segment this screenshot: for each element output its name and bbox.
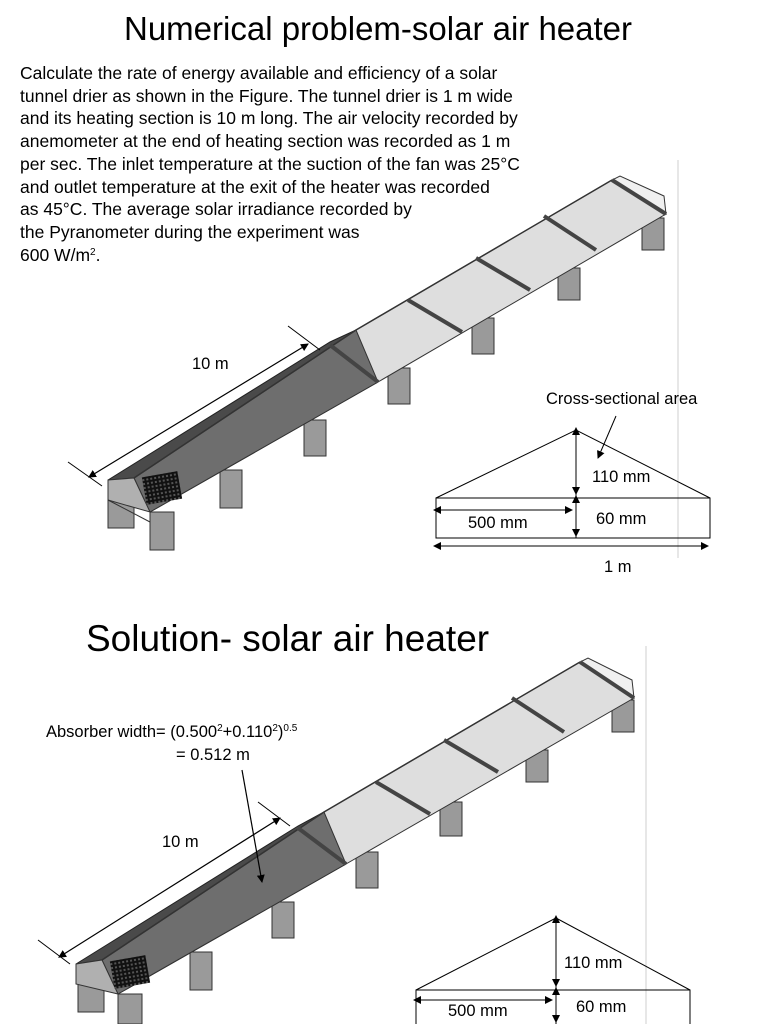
- height-label-2: 110 mm: [564, 954, 623, 972]
- problem-line: anemometer at the end of heating section…: [20, 131, 511, 152]
- formula-close: ): [277, 723, 284, 741]
- length-label-1: 10 m: [192, 355, 229, 373]
- width-label-1: 1 m: [604, 558, 632, 576]
- wall-height-label-2: 60 mm: [576, 998, 627, 1016]
- cross-section-diagram-2: [413, 915, 691, 1024]
- slide1-title: Numerical problem-solar air heater: [124, 10, 633, 47]
- formula-mid: +0.110: [222, 723, 273, 741]
- tunnel-drier-illustration-2: [37, 646, 647, 1024]
- problem-line: and its heating section is 10 m long. Th…: [20, 108, 518, 129]
- problem-statement: Calculate the rate of energy available a…: [20, 62, 520, 266]
- half-width-label-2: 500 mm: [448, 1002, 508, 1020]
- half-width-label-1: 500 mm: [468, 514, 528, 532]
- formula-prefix: Absorber width= (0.500: [46, 723, 218, 741]
- cross-section-diagram-1: [433, 415, 711, 550]
- problem-line: as 45°C. The average solar irradiance re…: [20, 199, 412, 220]
- irradiance-line: 600 W/m2.: [20, 244, 520, 267]
- problem-line: the Pyranometer during the experiment wa…: [20, 221, 360, 242]
- problem-line: Calculate the rate of energy available a…: [20, 63, 498, 83]
- slide2-title: Solution- solar air heater: [86, 618, 490, 659]
- irradiance-exponent: 2: [90, 246, 96, 258]
- absorber-width-result: = 0.512 m: [176, 746, 250, 764]
- formula-power: 0.5: [283, 723, 298, 734]
- cross-section-label: Cross-sectional area: [546, 390, 698, 408]
- tunnel-drier-illustration-1: [67, 160, 679, 558]
- absorber-width-formula: Absorber width= (0.5002+0.1102)0.5: [46, 723, 297, 742]
- wall-height-label-1: 60 mm: [596, 510, 647, 528]
- problem-line: per sec. The inlet temperature at the su…: [20, 153, 520, 174]
- irradiance-end: .: [95, 244, 101, 265]
- formula-square-1: 2: [217, 723, 223, 734]
- problem-line: and outlet temperature at the exit of th…: [20, 176, 490, 197]
- irradiance-value: 600 W/m: [20, 244, 91, 265]
- length-label-2: 10 m: [162, 833, 199, 851]
- formula-square-2: 2: [272, 723, 278, 734]
- height-label-1: 110 mm: [592, 468, 651, 486]
- problem-line: tunnel drier as shown in the Figure. The…: [20, 85, 513, 106]
